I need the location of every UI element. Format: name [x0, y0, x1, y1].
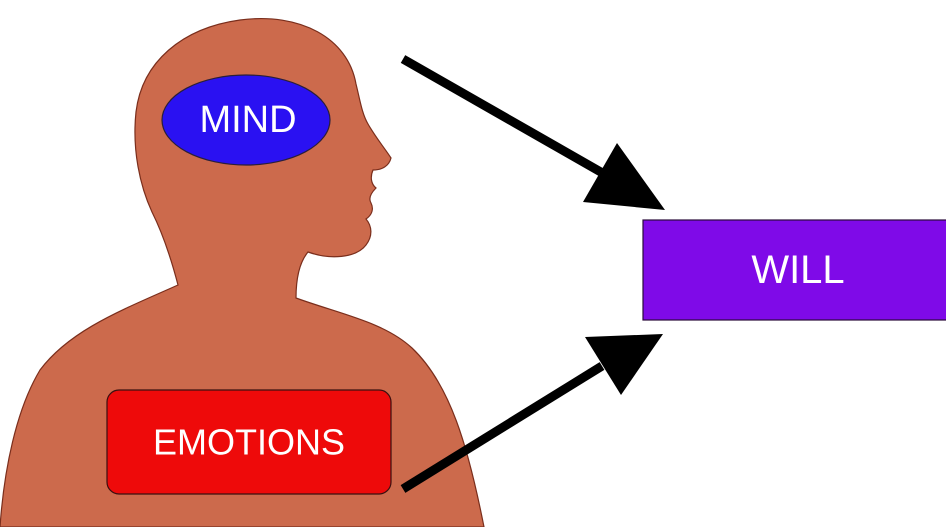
emotions-label: EMOTIONS — [153, 422, 345, 463]
mind-label: MIND — [199, 99, 296, 141]
mind-to-will-arrowhead — [583, 143, 665, 210]
will-label: WILL — [751, 248, 844, 292]
mind-to-will-arrow-shaft — [403, 59, 606, 175]
